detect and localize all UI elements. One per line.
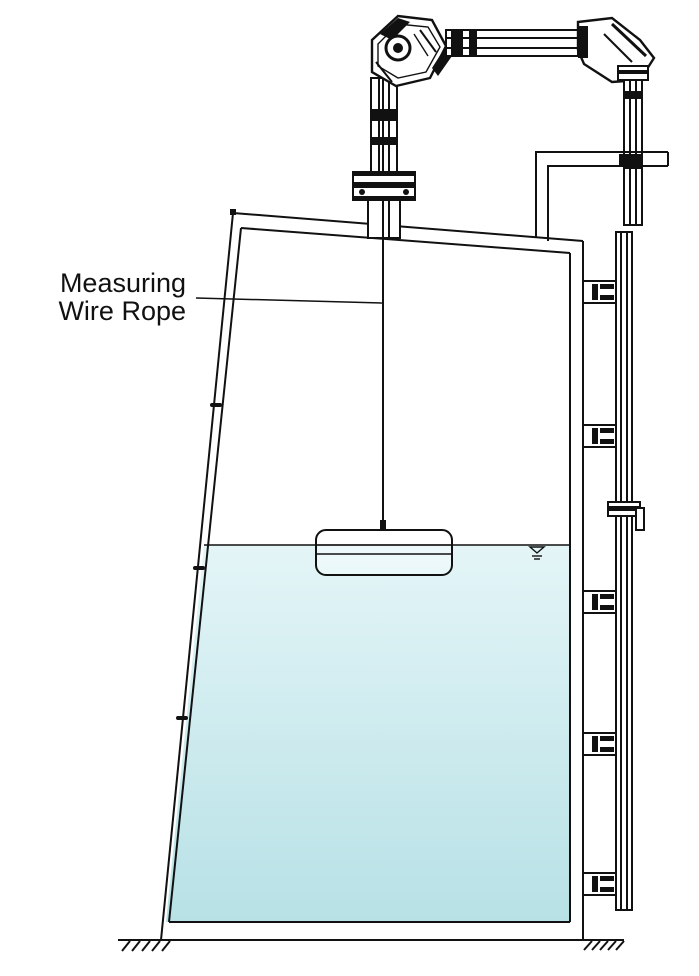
roof-cap-left (230, 209, 236, 215)
left-pulley-elbow (370, 14, 452, 88)
ground-left (118, 939, 200, 952)
roof-nozzle (367, 199, 401, 239)
water-level-symbol-icon (528, 546, 546, 560)
vertical-pipe-left (370, 77, 398, 173)
support-bracket (535, 151, 669, 241)
annotation-label-line1: Measuring (59, 268, 186, 298)
wire-rope-clip (380, 520, 386, 530)
annotation-leader-line (195, 297, 384, 304)
right-elbow (576, 16, 656, 84)
mounting-bracket (582, 732, 617, 756)
horizontal-top-pipe (445, 29, 579, 57)
mounting-bracket (582, 590, 617, 614)
annotation-label-line2: Wire Rope (58, 296, 186, 326)
float (315, 529, 453, 576)
liquid-fill (166, 545, 571, 922)
ground-hatch-icon (583, 939, 625, 951)
indicator-scale-board (615, 231, 633, 911)
indicator-pointer (607, 501, 645, 531)
mounting-bracket (582, 424, 617, 448)
pipe-flange (352, 171, 416, 201)
left-wall-tick-marks (176, 403, 222, 720)
mounting-bracket (582, 872, 617, 896)
mounting-bracket (582, 280, 617, 304)
